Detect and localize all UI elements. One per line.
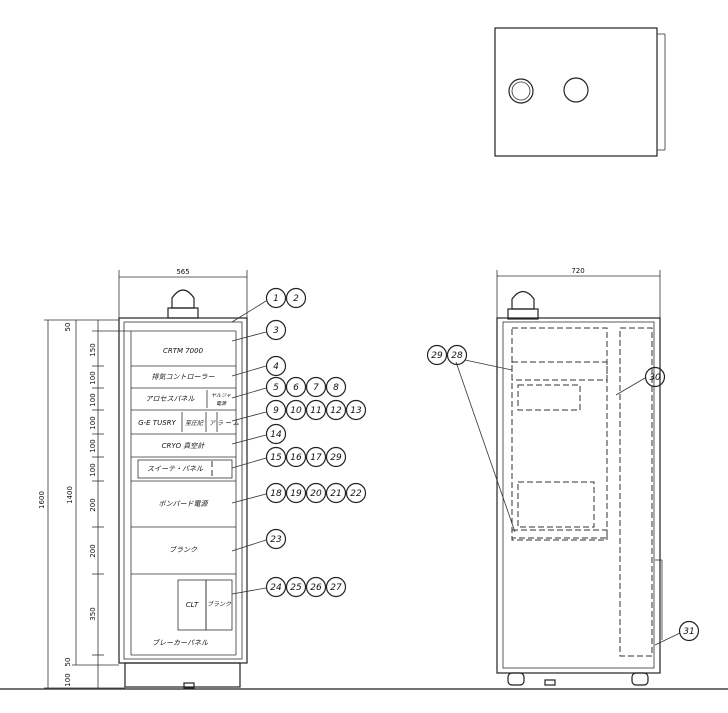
front-width-dim: 565 — [176, 268, 189, 276]
balloon: 22 — [350, 489, 362, 499]
balloon-group-r1: 3 — [265, 319, 287, 341]
balloon-group-s1: 29 28 — [426, 344, 468, 366]
dim-100-a: 100 — [89, 371, 97, 384]
panel-exhaust-controller: 排気コントローラー — [152, 373, 216, 381]
balloon: 31 — [683, 627, 694, 637]
dim-350: 350 — [89, 607, 97, 620]
dim-1400: 1400 — [66, 486, 74, 504]
panel-alarm: ア ラ ー ム — [209, 420, 239, 427]
balloon: 20 — [310, 489, 322, 499]
balloon: 26 — [310, 583, 322, 593]
balloon: 29 — [330, 453, 342, 463]
balloon: 25 — [290, 583, 302, 593]
balloon: 17 — [310, 453, 322, 463]
dim-200-a: 200 — [89, 498, 97, 511]
panel-pressure: 至圧記 — [185, 419, 204, 427]
balloons: 1 2 3 4 5 6 7 8 9 10 11 12 13 14 15 16 1… — [265, 287, 700, 642]
side-duct — [619, 327, 653, 657]
panel-yaruja: ヤルジャ — [211, 393, 231, 399]
balloon: 2 — [293, 294, 299, 304]
balloon: 1 — [273, 294, 279, 304]
panel-clt: CLT — [186, 601, 199, 609]
balloon: 30 — [649, 373, 661, 383]
side-width-dim: 720 — [571, 267, 584, 275]
side-beacon — [511, 290, 535, 310]
balloon-group-r7: 18 19 20 21 22 — [265, 482, 367, 504]
balloon: 15 — [270, 453, 282, 463]
dim-150: 150 — [89, 343, 97, 356]
balloon: 3 — [273, 326, 279, 336]
balloon: 28 — [451, 351, 463, 361]
beacon-lamp — [171, 289, 195, 309]
balloon: 24 — [270, 583, 282, 593]
balloon-group-r3: 5 6 7 8 — [265, 376, 347, 398]
front-leaders — [231, 300, 267, 595]
side-internal-frame — [511, 327, 608, 539]
panel-power: 電源 — [216, 400, 227, 407]
dim-1600: 1600 — [38, 491, 46, 509]
side-view: 720 — [455, 267, 681, 686]
panel-bombard: ボンパード電源 — [159, 500, 210, 508]
dim-200-b: 200 — [89, 544, 97, 557]
balloon: 16 — [290, 453, 302, 463]
balloon-group-r0: 1 2 — [265, 287, 307, 309]
dim-100-b: 100 — [89, 393, 97, 406]
panel-switch: スイーテ・パネル — [147, 465, 204, 473]
balloon: 10 — [290, 406, 302, 416]
balloon: 4 — [273, 362, 279, 372]
balloon: 21 — [330, 489, 341, 499]
balloon: 18 — [270, 489, 282, 499]
balloon: 11 — [310, 406, 321, 416]
balloon: 8 — [333, 383, 339, 393]
balloon: 29 — [431, 351, 443, 361]
dim-100-e: 100 — [89, 463, 97, 476]
panel-getusry: G-E TUSRY — [138, 419, 176, 427]
balloon-group-s3: 31 — [678, 620, 700, 642]
balloon-group-r2: 4 — [265, 355, 287, 377]
balloon-group-r9: 24 25 26 27 — [265, 576, 347, 598]
panel-process: アロセスパネル — [146, 395, 196, 403]
top-view — [494, 27, 666, 157]
balloon-group-r6: 15 16 17 29 — [265, 446, 347, 468]
balloon: 13 — [350, 406, 362, 416]
balloon-group-r5: 14 — [265, 423, 287, 445]
balloon: 6 — [293, 383, 299, 393]
balloon-group-r8: 23 — [265, 528, 287, 550]
balloon: 7 — [313, 383, 319, 393]
balloon: 23 — [270, 535, 282, 545]
panel-cryo: CRYO 真空計 — [162, 442, 206, 450]
balloon: 27 — [330, 583, 342, 593]
panel-crtm: CRTM 7000 — [163, 347, 204, 355]
balloon: 9 — [273, 406, 279, 416]
balloon-group-r4: 9 10 11 12 13 — [265, 399, 367, 421]
balloon: 14 — [270, 430, 282, 440]
balloon: 12 — [330, 406, 342, 416]
balloon: 5 — [273, 383, 279, 393]
dim-50-top: 50 — [64, 323, 72, 332]
panel-blank: ブランク — [169, 546, 198, 554]
dim-100-d: 100 — [89, 439, 97, 452]
dim-50-bottom: 50 — [64, 658, 72, 667]
top-hole-1 — [508, 78, 534, 104]
balloon: 19 — [290, 489, 302, 499]
dim-100-bottom: 100 — [64, 673, 72, 686]
panel-blank-2: ブランク — [207, 600, 232, 608]
panel-breaker: ブレーカーパネル — [152, 639, 209, 647]
front-view: 565 CRTM 7000 排気コントローラー — [38, 268, 248, 689]
top-hole-2 — [563, 77, 589, 103]
balloon-group-s2: 30 — [644, 366, 666, 388]
dim-100-c: 100 — [89, 416, 97, 429]
